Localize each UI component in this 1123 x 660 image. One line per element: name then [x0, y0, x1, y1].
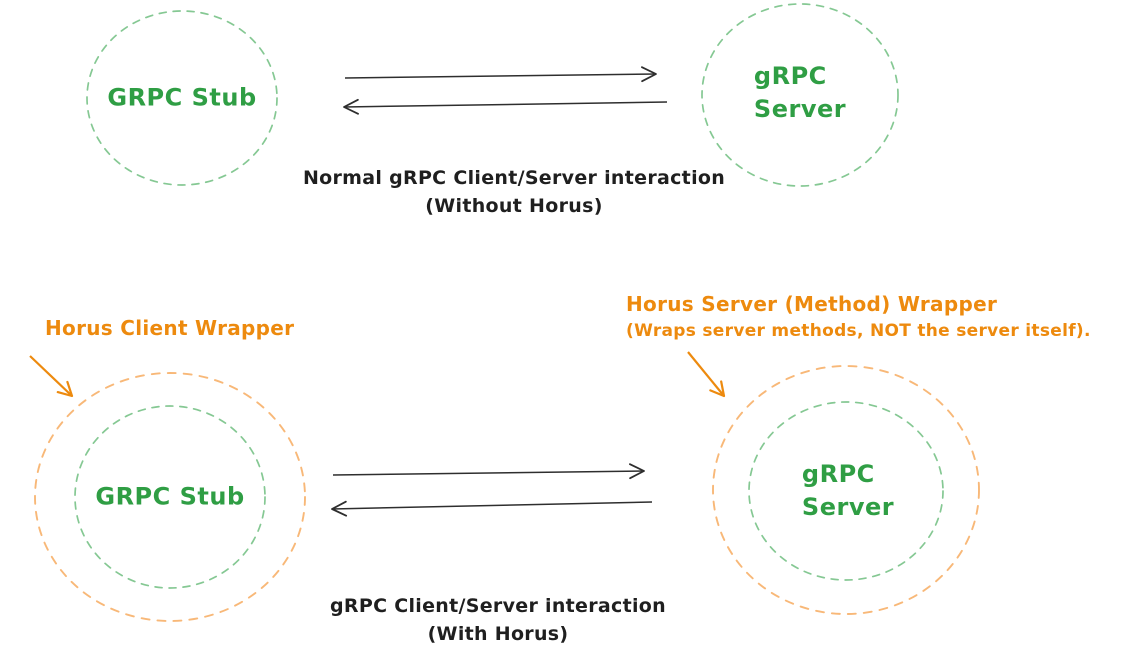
server-wrapper-annotation: Horus Server (Method) Wrapper (Wraps ser…	[626, 290, 1091, 344]
top-server-label: gRPC Server	[753, 62, 847, 123]
top-caption-line1: Normal gRPC Client/Server interaction	[302, 167, 726, 189]
bottom-client-label: GRPC Stub	[95, 482, 245, 511]
top-response-arrow	[343, 98, 668, 115]
client-wrapper-pointer-arrow	[29, 355, 74, 398]
bottom-response-arrow	[331, 500, 653, 517]
client-wrapper-annotation-text: Horus Client Wrapper	[45, 316, 295, 340]
top-caption-line2: (Without Horus)	[425, 195, 603, 217]
server-wrapper-annotation-line1: Horus Server (Method) Wrapper	[626, 292, 998, 316]
bottom-caption-line1: gRPC Client/Server interaction	[330, 595, 666, 617]
bottom-caption-line2: (With Horus)	[427, 623, 569, 645]
bottom-server-label: gRPC Server	[801, 460, 895, 521]
server-wrapper-annotation-line2: (Wraps server methods, NOT the server it…	[626, 321, 1091, 341]
bottom-request-arrow	[332, 463, 645, 480]
client-wrapper-annotation: Horus Client Wrapper	[45, 314, 294, 342]
top-request-arrow	[344, 66, 657, 83]
top-caption: Normal gRPC Client/Server interaction (W…	[294, 164, 734, 220]
bottom-caption: gRPC Client/Server interaction (With Hor…	[278, 592, 718, 648]
server-wrapper-pointer-arrow	[687, 351, 726, 398]
top-client-label: GRPC Stub	[107, 83, 257, 112]
